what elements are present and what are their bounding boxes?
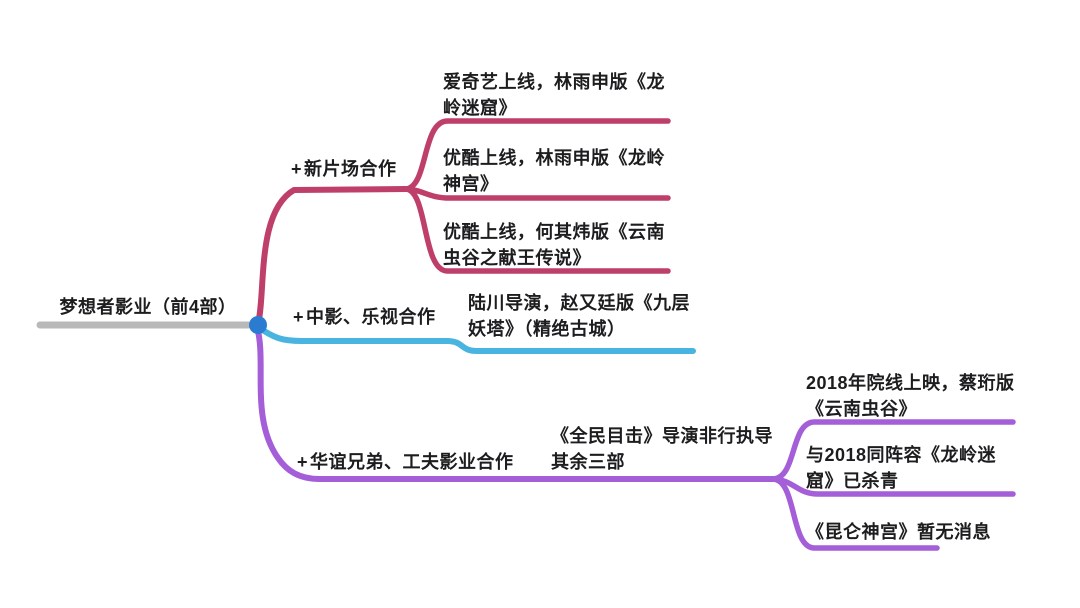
node-quanmin-mujidaoyan[interactable]: 《全民目击》导演非行执导其余三部 bbox=[551, 426, 773, 472]
node-yunnan-chonggu-2018[interactable]: 2018年院线上映，蔡珩版《云南虫谷》 bbox=[806, 373, 1015, 419]
root-junction-dot[interactable] bbox=[249, 316, 267, 334]
node-longling-miku-shaqing[interactable]: 与2018同阵容《龙岭迷窟》已杀青 bbox=[806, 445, 997, 491]
node-kunlun-shengong[interactable]: 《昆仑神宫》暂无消息 bbox=[806, 522, 991, 542]
branch-huayi-gongfu[interactable]: +华谊兄弟、工夫影业合作 bbox=[297, 449, 514, 475]
root-node[interactable]: 梦想者影业（前4部） bbox=[59, 297, 237, 317]
node-longling-shengong[interactable]: 优酷上线，林雨申版《龙岭神宫》 bbox=[443, 148, 665, 194]
expand-plus-icon: + bbox=[297, 452, 309, 472]
node-jiuceng-yaota[interactable]: 陆川导演，赵又廷版《九层妖塔》（精绝古城） bbox=[468, 293, 690, 339]
branch1-child1-line bbox=[403, 118, 671, 192]
node-yunnan-chonggu-xianwang[interactable]: 优酷上线，何其炜版《云南虫谷之献王传说》 bbox=[443, 222, 665, 268]
expand-plus-icon: + bbox=[291, 159, 303, 179]
branch-label-text: 新片场合作 bbox=[304, 159, 397, 179]
branch-zhongying-leshi[interactable]: +中影、乐视合作 bbox=[293, 304, 436, 330]
branch1-child3-line bbox=[403, 186, 671, 274]
branch3-child1-line bbox=[770, 419, 1016, 482]
branch-line-xinpianchang bbox=[255, 186, 409, 327]
branch-label-text: 中影、乐视合作 bbox=[306, 307, 436, 327]
node-longling-miku[interactable]: 爱奇艺上线，林雨申版《龙岭迷窟》 bbox=[443, 72, 665, 118]
branch-line-huayi-gongfu bbox=[254, 324, 776, 482]
branch-xinpianchang[interactable]: +新片场合作 bbox=[291, 156, 397, 182]
branch-label-text: 华谊兄弟、工夫影业合作 bbox=[310, 452, 514, 472]
branch3-child3-line bbox=[770, 476, 940, 551]
branch-line-zhongying-leshi bbox=[255, 324, 696, 354]
expand-plus-icon: + bbox=[293, 307, 305, 327]
